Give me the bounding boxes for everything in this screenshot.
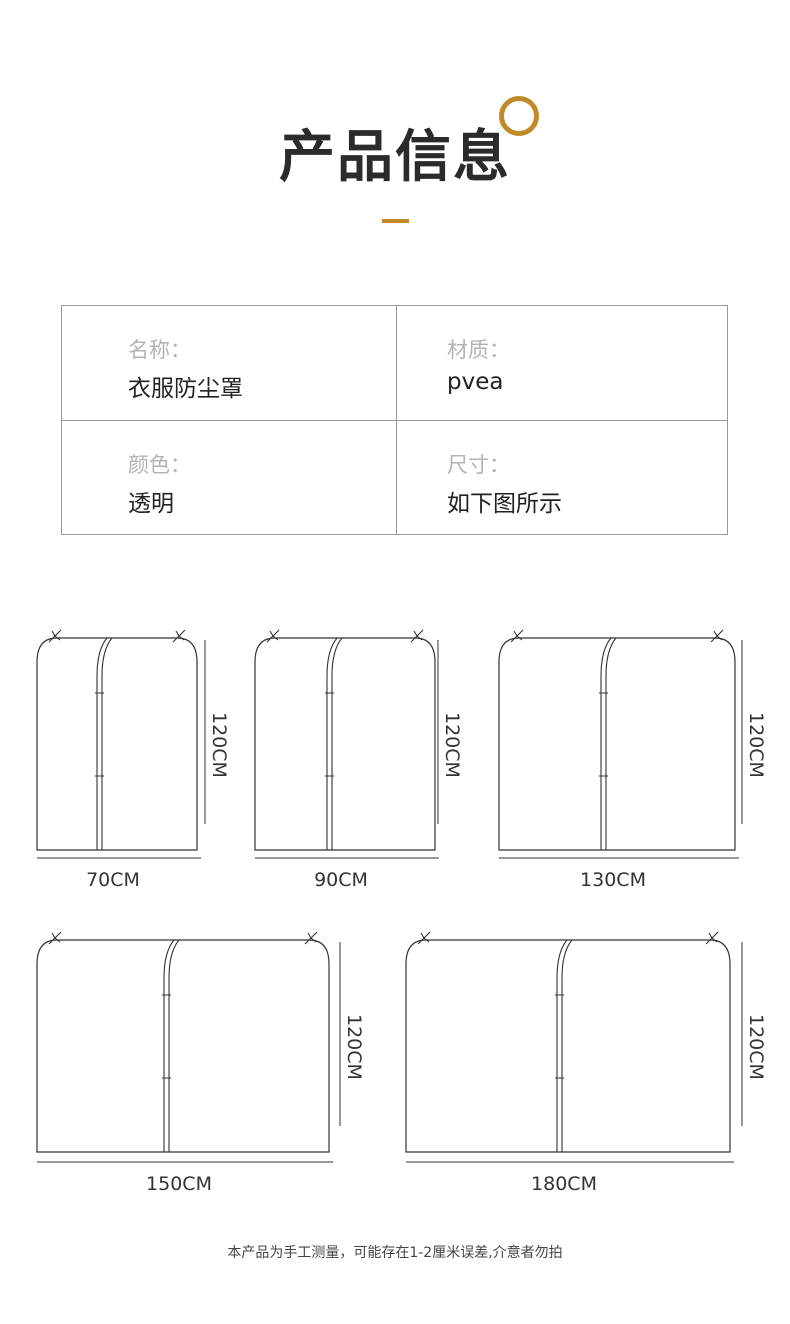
- footer-note: 本产品为手工测量，可能存在1-2厘米误差,介意者勿拍: [227, 1245, 563, 1261]
- hanger-bow-icon-3-2: [710, 629, 724, 643]
- name-label: 名称：: [128, 338, 191, 362]
- size-value: 如下图所示: [447, 491, 562, 517]
- width-label-2: 90CM: [314, 869, 368, 891]
- accent-divider: [382, 219, 409, 223]
- width-label-5: 180CM: [531, 1173, 597, 1195]
- cover-seam-right-2: [331, 637, 343, 850]
- cover-outline-2: [254, 637, 436, 851]
- info-cell-color: 颜色： 透明: [62, 421, 397, 534]
- cover-seam-left-5: [556, 939, 568, 1152]
- material-label: 材质：: [447, 338, 510, 362]
- hanger-bow-icon-2-2: [410, 629, 424, 643]
- cover-seam-right-4: [168, 939, 180, 1152]
- hanger-bow-icon-5-1: [417, 931, 431, 945]
- color-label: 颜色：: [128, 453, 191, 477]
- cover-seam-left-3: [600, 637, 612, 850]
- size-diagrams: 70CM 120CM 90CM 120CM 130CM 120CM 150CM 120CM 18…: [36, 629, 767, 1195]
- color-value: 透明: [128, 491, 174, 517]
- hanger-bow-icon-2-1: [266, 629, 280, 643]
- hanger-bow-icon-4-1: [48, 931, 62, 945]
- height-label-4: 120CM: [343, 1014, 365, 1080]
- hanger-bow-icon-1-1: [48, 629, 62, 643]
- height-label-3: 120CM: [745, 712, 767, 778]
- cover-seam-left-1: [96, 637, 108, 850]
- height-label-5: 120CM: [745, 1014, 767, 1080]
- cover-outline-4: [36, 939, 330, 1153]
- height-label-1: 120CM: [208, 712, 230, 778]
- width-label-4: 150CM: [146, 1173, 212, 1195]
- width-label-1: 70CM: [86, 869, 140, 891]
- info-table: 名称： 衣服防尘罩 材质： pvea 颜色： 透明 尺寸： 如下图所示: [61, 305, 728, 535]
- info-cell-name: 名称： 衣服防尘罩: [62, 306, 397, 421]
- cover-seam-right-5: [561, 939, 573, 1152]
- cover-seam-left-2: [326, 637, 338, 850]
- cover-outline-5: [405, 939, 731, 1153]
- title-section: 产品信息: [0, 0, 790, 240]
- page-title: 产品信息: [279, 125, 511, 190]
- cover-outline-1: [36, 637, 198, 851]
- material-value: pvea: [447, 369, 504, 395]
- cover-outline-3: [498, 637, 736, 851]
- info-cell-material: 材质： pvea: [397, 306, 727, 421]
- height-label-2: 120CM: [441, 712, 463, 778]
- hanger-bow-icon-1-2: [172, 629, 186, 643]
- cover-seam-right-3: [605, 637, 617, 850]
- cover-seam-right-1: [101, 637, 113, 850]
- hanger-bow-icon-3-1: [510, 629, 524, 643]
- size-label: 尺寸：: [447, 453, 510, 477]
- hanger-bow-icon-5-2: [705, 931, 719, 945]
- width-label-3: 130CM: [580, 869, 646, 891]
- hanger-bow-icon-4-2: [304, 931, 318, 945]
- accent-ring-icon: [499, 96, 539, 136]
- name-value: 衣服防尘罩: [128, 376, 243, 402]
- info-cell-size: 尺寸： 如下图所示: [397, 421, 727, 534]
- cover-seam-left-4: [163, 939, 175, 1152]
